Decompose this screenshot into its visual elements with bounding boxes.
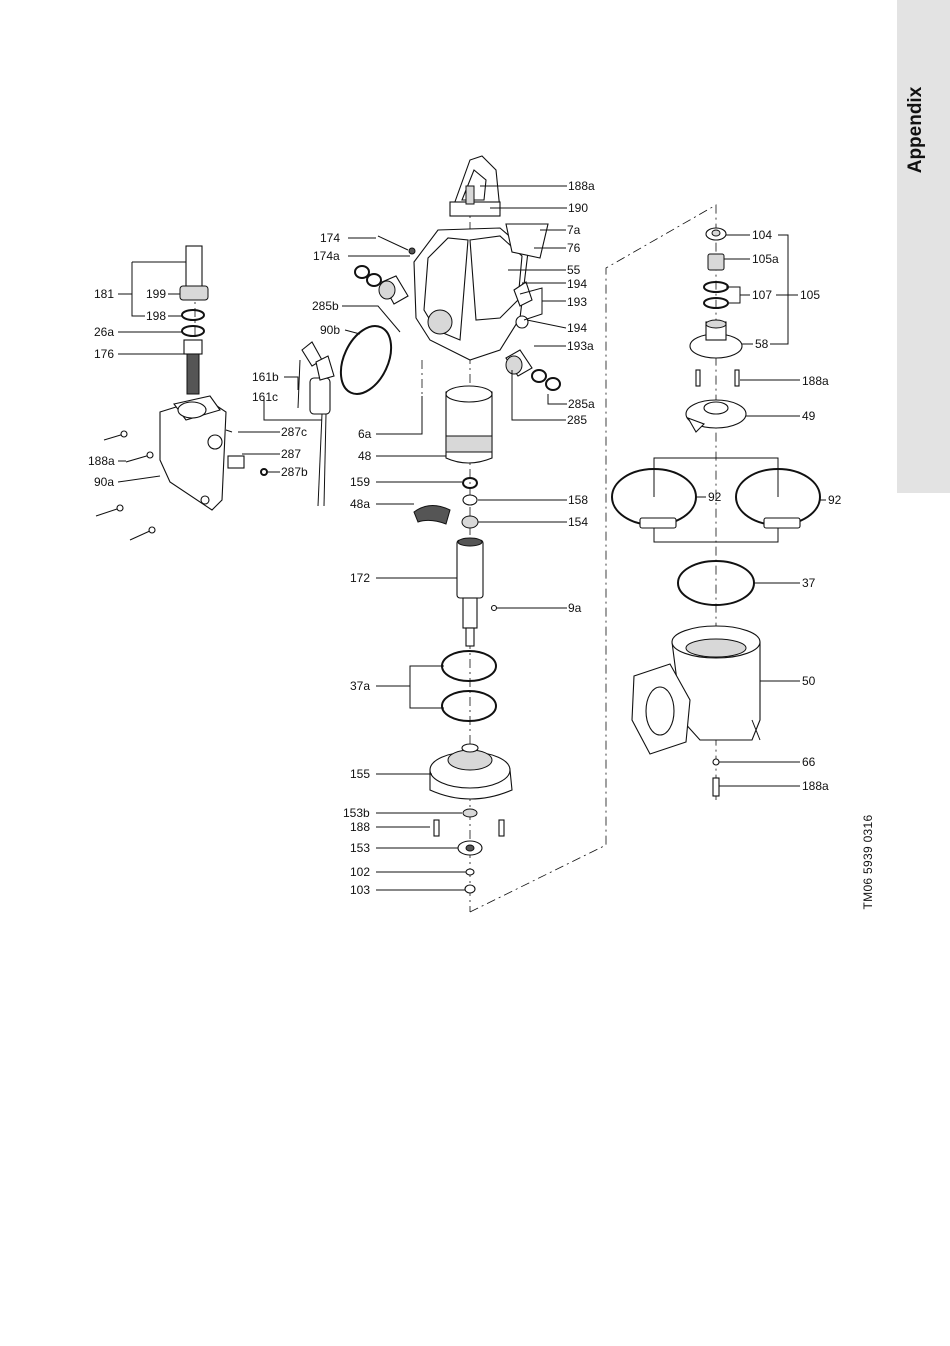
- label-176: 176: [94, 347, 114, 361]
- label-6a: 6a: [358, 427, 372, 441]
- label-161c: 161c: [252, 390, 278, 404]
- label-287: 287: [281, 447, 301, 461]
- label-194b: 194: [567, 321, 587, 335]
- label-102: 102: [350, 865, 370, 879]
- label-188a-r2: 188a: [802, 779, 829, 793]
- shaft-seal-housing-155: [430, 744, 512, 799]
- bearing-stack: [414, 478, 478, 528]
- stator-48: [446, 386, 492, 463]
- label-190: 190: [568, 201, 588, 215]
- housing-screw-66: [713, 759, 719, 796]
- label-26a: 26a: [94, 325, 114, 339]
- label-37a: 37a: [350, 679, 370, 693]
- label-188a-r1: 188a: [802, 374, 829, 388]
- label-153: 153: [350, 841, 370, 855]
- label-194: 194: [567, 277, 587, 291]
- impeller-49: [686, 400, 746, 432]
- label-104: 104: [752, 228, 772, 242]
- label-158: 158: [568, 493, 588, 507]
- label-66: 66: [802, 755, 816, 769]
- label-287c: 287c: [281, 425, 307, 439]
- label-48a: 48a: [350, 497, 370, 511]
- label-55: 55: [567, 263, 581, 277]
- label-105a: 105a: [752, 252, 779, 266]
- label-92-right: 92: [828, 493, 842, 507]
- label-199: 199: [146, 287, 166, 301]
- label-37: 37: [802, 576, 816, 590]
- o-rings-37a: [442, 651, 496, 721]
- label-188a-left: 188a: [88, 454, 115, 468]
- label-103: 103: [350, 883, 370, 897]
- label-90a: 90a: [94, 475, 114, 489]
- cable-entry-cover-90a: [160, 396, 267, 510]
- label-107: 107: [752, 288, 772, 302]
- o-ring-90b: [331, 318, 401, 402]
- label-92-left: 92: [708, 490, 722, 504]
- seal-parts-104-107: [704, 228, 728, 308]
- label-154: 154: [568, 515, 588, 529]
- label-181: 181: [94, 287, 114, 301]
- label-193: 193: [567, 295, 587, 309]
- label-188: 188: [350, 820, 370, 834]
- label-7a: 7a: [567, 223, 581, 237]
- label-188a: 188a: [568, 179, 595, 193]
- label-285: 285: [567, 413, 587, 427]
- pump-housing-50: [632, 626, 760, 754]
- label-159: 159: [350, 475, 370, 489]
- label-174: 174: [320, 231, 340, 245]
- label-193a: 193a: [567, 339, 594, 353]
- rotor-shaft-172: [457, 538, 497, 646]
- label-285a: 285a: [568, 397, 595, 411]
- level-sensor-161: [298, 342, 334, 506]
- label-90b: 90b: [320, 323, 340, 337]
- label-287b: 287b: [281, 465, 308, 479]
- label-172: 172: [350, 571, 370, 585]
- label-58: 58: [755, 337, 769, 351]
- lower-seal-parts: [434, 809, 504, 893]
- label-50: 50: [802, 674, 816, 688]
- label-198: 198: [146, 309, 166, 323]
- label-76: 76: [567, 241, 581, 255]
- label-9a: 9a: [568, 601, 582, 615]
- label-153b: 153b: [343, 806, 370, 820]
- label-49: 49: [802, 409, 816, 423]
- cable-gland-assembly: [180, 246, 208, 394]
- label-161b: 161b: [252, 370, 279, 384]
- label-105: 105: [800, 288, 820, 302]
- label-285b: 285b: [312, 299, 339, 313]
- label-155: 155: [350, 767, 370, 781]
- label-48: 48: [358, 449, 372, 463]
- label-174a: 174a: [313, 249, 340, 263]
